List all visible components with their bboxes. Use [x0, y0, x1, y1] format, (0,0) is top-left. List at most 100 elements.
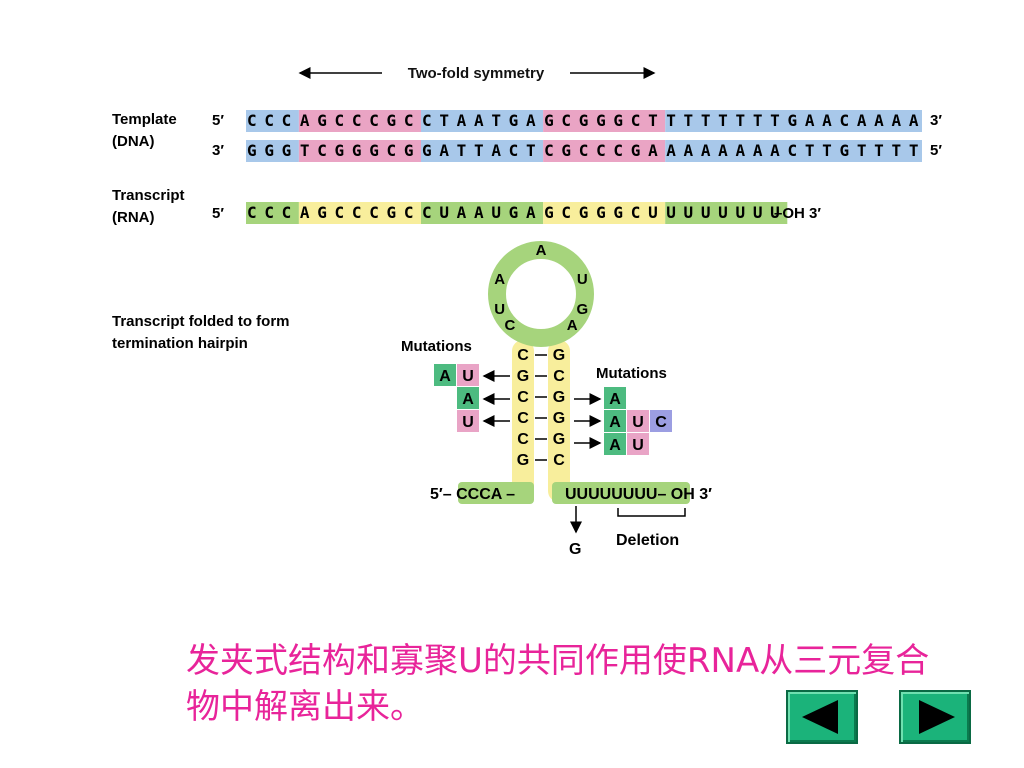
sequence-segment: AGCCCGC: [300, 203, 421, 222]
mutation-base: A: [609, 391, 621, 408]
sequence-segment: GCGGGCU: [544, 203, 665, 222]
hairpin-label: Transcript folded to form: [112, 313, 290, 330]
next-slide-button[interactable]: [899, 690, 971, 744]
stem-base-left: C: [517, 389, 529, 406]
template-top-5prime: 5′: [212, 112, 224, 129]
stem-base-left: C: [517, 431, 529, 448]
sequence-segment: CGCCCGA: [544, 141, 665, 160]
deletion-label: Deletion: [616, 532, 679, 549]
sequence-segment: CCC: [247, 203, 299, 222]
loop-base: G: [577, 301, 589, 318]
sequence-segment: GCGGGCT: [544, 111, 665, 130]
sequence-segment-bg: [246, 140, 299, 162]
transcript-sublabel: (RNA): [112, 209, 155, 226]
hairpin-bottom-right: UUUUUUUU– OH 3′: [565, 486, 712, 503]
sequence-segment-bg: [421, 110, 544, 132]
loop-base: A: [536, 242, 547, 259]
mutation-base: U: [462, 368, 474, 385]
mutation-box: [627, 410, 649, 432]
transcript-tail: –OH 3′: [774, 205, 821, 222]
sequence-segment-bg: [543, 202, 666, 224]
sequence-segment: CCC: [247, 111, 299, 130]
mutation-box: [457, 387, 479, 409]
sequence-segment: AAAAAAACTTGTTTT: [666, 141, 926, 160]
mutation-base: A: [609, 414, 621, 431]
stem-base-left: C: [517, 410, 529, 427]
mutation-box: [627, 433, 649, 455]
transcript-5prime: 5′: [212, 205, 224, 222]
mutation-box: [650, 410, 672, 432]
mutation-box: [457, 410, 479, 432]
stem-left-band: [512, 340, 534, 502]
stem-base-right: G: [553, 431, 565, 448]
right-triangle-icon: [919, 700, 955, 734]
mutations-left-label: Mutations: [401, 338, 472, 355]
stem-right-band: [548, 340, 570, 502]
sequence-segment: UUUUUUU: [666, 203, 787, 222]
stem-base-right: C: [553, 452, 565, 469]
mutation-base: C: [655, 414, 667, 431]
sequence-segment-bg: [421, 140, 544, 162]
mutation-base: U: [632, 437, 644, 454]
transcript-label: Transcript: [112, 187, 185, 204]
mutation-box: [434, 364, 456, 386]
mutations-right-label: Mutations: [596, 365, 667, 382]
template-sublabel: (DNA): [112, 133, 155, 150]
sequence-segment-bg: [246, 110, 299, 132]
stem-base-left: C: [517, 347, 529, 364]
sequence-segment: CTAATGA: [422, 111, 543, 130]
loop-ring: [488, 241, 594, 347]
loop-base: U: [494, 301, 505, 318]
sequence-segment: TTTTTTTGAACAAAA: [666, 111, 926, 130]
sequence-segment-bg: [421, 202, 544, 224]
loop-base: A: [567, 317, 578, 334]
template-bottom-5prime: 5′: [930, 142, 942, 159]
loop-base: C: [504, 317, 515, 334]
mutation-box: [457, 364, 479, 386]
sequence-segment: GGG: [247, 141, 299, 160]
mutation-box: [604, 410, 626, 432]
sequence-segment-bg: [298, 140, 421, 162]
caption-text: 发夹式结构和寡聚U的共同作用使RNA从三元复合物中解离出来。: [186, 641, 930, 727]
sequence-segment-bg: [665, 202, 788, 224]
stem-base-right: G: [553, 410, 565, 427]
loop-bases: CUAAUGA: [494, 242, 588, 334]
sequence-segment-bg: [665, 140, 922, 162]
sequence-segment: AGCCCGC: [300, 111, 421, 130]
sequence-segment-bg: [665, 110, 922, 132]
previous-slide-button[interactable]: [786, 690, 858, 744]
sequence-segment-bg: [543, 110, 666, 132]
mutation-base: U: [462, 414, 474, 431]
transcription-termination-diagram: Two-fold symmetry Template (DNA) Transcr…: [112, 65, 942, 558]
mutation-base: A: [462, 391, 474, 408]
mutation-base: U: [632, 414, 644, 431]
mutation-base: A: [439, 368, 451, 385]
hairpin-sublabel: termination hairpin: [112, 335, 248, 352]
sequence-segment-bg: [298, 110, 421, 132]
template-top-3prime: 3′: [930, 112, 942, 129]
stem-base-left: G: [517, 452, 529, 469]
hairpin-bottom-left: 5′– CCCA –: [430, 486, 515, 503]
sequence-segment: CUAAUGA: [422, 203, 543, 222]
mutation-base: A: [609, 437, 621, 454]
g-label: G: [569, 541, 581, 558]
sequence-segment-bg: [246, 202, 299, 224]
symmetry-label: Two-fold symmetry: [408, 65, 545, 82]
stem-base-right: G: [553, 347, 565, 364]
left-triangle-icon: [802, 700, 838, 734]
sequence-segment-bg: [298, 202, 421, 224]
stem-base-right: G: [553, 389, 565, 406]
deletion-bracket: [617, 508, 686, 517]
stem-base-left: G: [517, 368, 529, 385]
bottom-right-band: [552, 482, 690, 504]
sequence-segment-bg: [543, 140, 666, 162]
template-label: Template: [112, 111, 177, 128]
sequence-segment: GATTACT: [422, 141, 543, 160]
template-bottom-3prime: 3′: [212, 142, 224, 159]
